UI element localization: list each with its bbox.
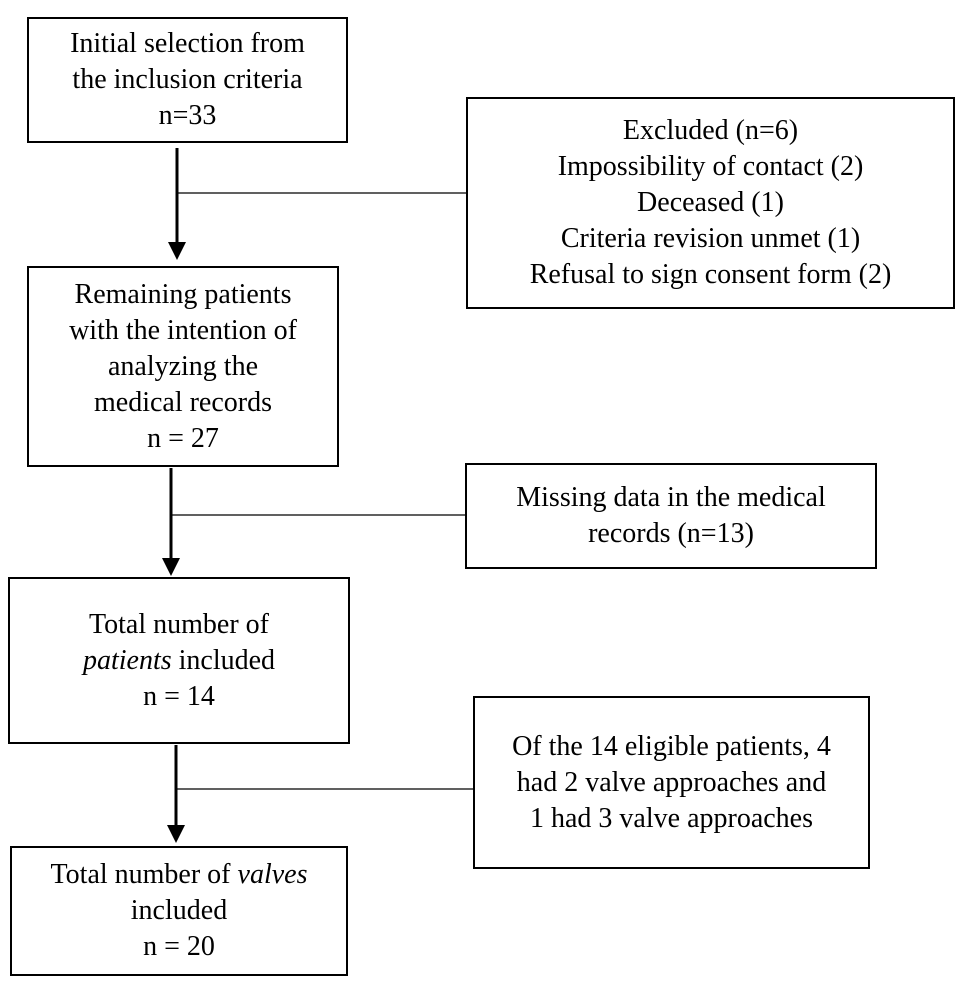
excluded-reason-criteria: Criteria revision unmet (1): [560, 223, 861, 254]
remaining-line-1: Remaining patients: [74, 278, 292, 310]
initial-line-2: the inclusion criteria: [72, 64, 303, 95]
excluded-reason-deceased: Deceased (1): [637, 187, 784, 218]
excluded-box: Excluded (n=6) Impossibility of contact …: [466, 97, 955, 309]
total-patients-box: Total number of patients included n = 14: [8, 577, 350, 744]
total-valves-count: n = 20: [143, 931, 215, 962]
total-valves-line-2: included: [130, 895, 228, 926]
arrowhead-1: [168, 242, 186, 260]
total-valves-line-1: Total number of valves: [51, 857, 308, 893]
initial-line-1: Initial selection from: [70, 28, 305, 59]
remaining-line-2: with the intention of: [69, 314, 297, 346]
remaining-patients-box: Remaining patients with the intention of…: [27, 266, 339, 467]
remaining-line-3: analyzing the: [107, 350, 259, 382]
valves-italic: valves: [237, 859, 308, 890]
eligible-patients-box: Of the 14 eligible patients, 4 had 2 val…: [473, 696, 870, 869]
missing-data-box: Missing data in the medical records (n=1…: [465, 463, 877, 569]
valves-prefix: Total number of: [50, 859, 238, 890]
total-valves-box: Total number of valves included n = 20: [10, 846, 348, 976]
total-patients-line-2: patients included: [83, 643, 275, 679]
excluded-reason-consent: Refusal to sign consent form (2): [529, 259, 892, 290]
excluded-title: Excluded (n=6): [622, 115, 799, 146]
initial-selection-box: Initial selection from the inclusion cri…: [27, 17, 348, 143]
excluded-reason-contact: Impossibility of contact (2): [557, 151, 864, 182]
eligible-line-2: had 2 valve approaches and: [516, 766, 827, 798]
patients-included-suffix: included: [171, 644, 276, 676]
eligible-line-3: 1 had 3 valve approaches: [530, 802, 813, 834]
eligible-line-1: Of the 14 eligible patients, 4: [512, 730, 831, 762]
missing-line-1: Missing data in the medical: [516, 482, 826, 513]
arrowhead-3: [167, 825, 185, 843]
total-patients-count: n = 14: [143, 680, 215, 712]
total-patients-line-1: Total number of: [89, 608, 269, 640]
initial-count: n=33: [158, 100, 217, 131]
missing-line-2: records (n=13): [588, 518, 754, 549]
patients-italic: patients: [82, 644, 172, 676]
remaining-count: n = 27: [147, 422, 219, 454]
remaining-line-4: medical records: [93, 386, 273, 418]
arrowhead-2: [162, 558, 180, 576]
